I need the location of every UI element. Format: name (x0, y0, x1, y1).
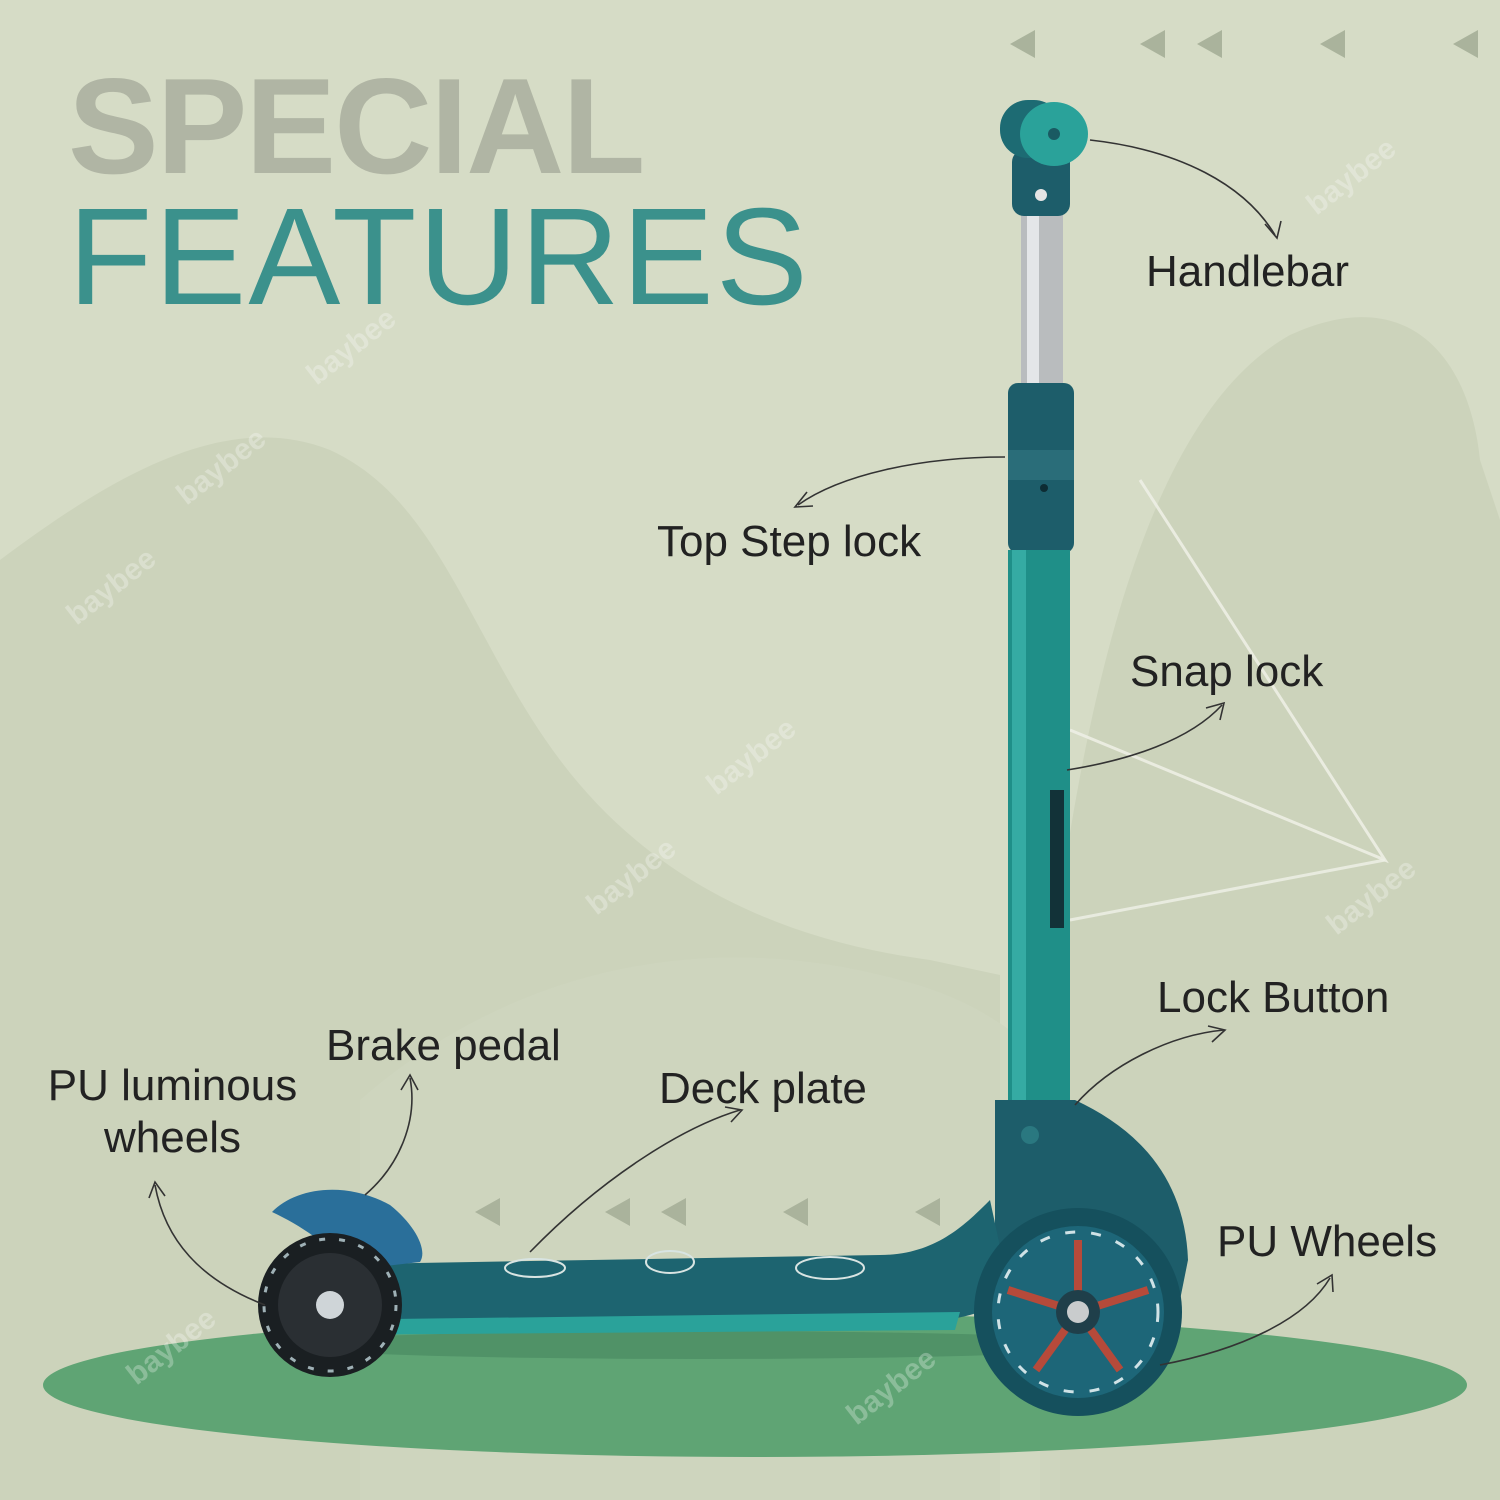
label-pu-luminous-wheels-line1: PU luminous (47, 1061, 298, 1110)
title-features: FEATURES (68, 180, 810, 334)
label-snap-lock: Snap lock (1130, 647, 1324, 696)
label-pu-luminous-wheels: PU luminous wheels (40, 1060, 305, 1164)
brake-pedal (272, 1189, 423, 1270)
curved-arrow-icon (148, 139, 1334, 1366)
decorative-line (1069, 858, 1386, 922)
rear-wheel (258, 1233, 402, 1377)
label-pu-luminous-wheels-line2: wheels (104, 1113, 241, 1162)
deck-plate (296, 1200, 1005, 1330)
label-pu-wheels: PU Wheels (1217, 1217, 1438, 1266)
deck-decoration (504, 1250, 865, 1280)
label-lock-button: Lock Button (1157, 973, 1390, 1022)
label-handlebar: Handlebar (1146, 247, 1350, 296)
label-top-step-lock: Top Step lock (657, 517, 922, 566)
title-special: SPECIAL (68, 50, 645, 202)
label-brake-pedal: Brake pedal (326, 1021, 561, 1070)
front-wheel (974, 1208, 1182, 1416)
label-deck-plate: Deck plate (659, 1064, 867, 1113)
triangle-arrow-left-icon (475, 30, 1478, 1226)
